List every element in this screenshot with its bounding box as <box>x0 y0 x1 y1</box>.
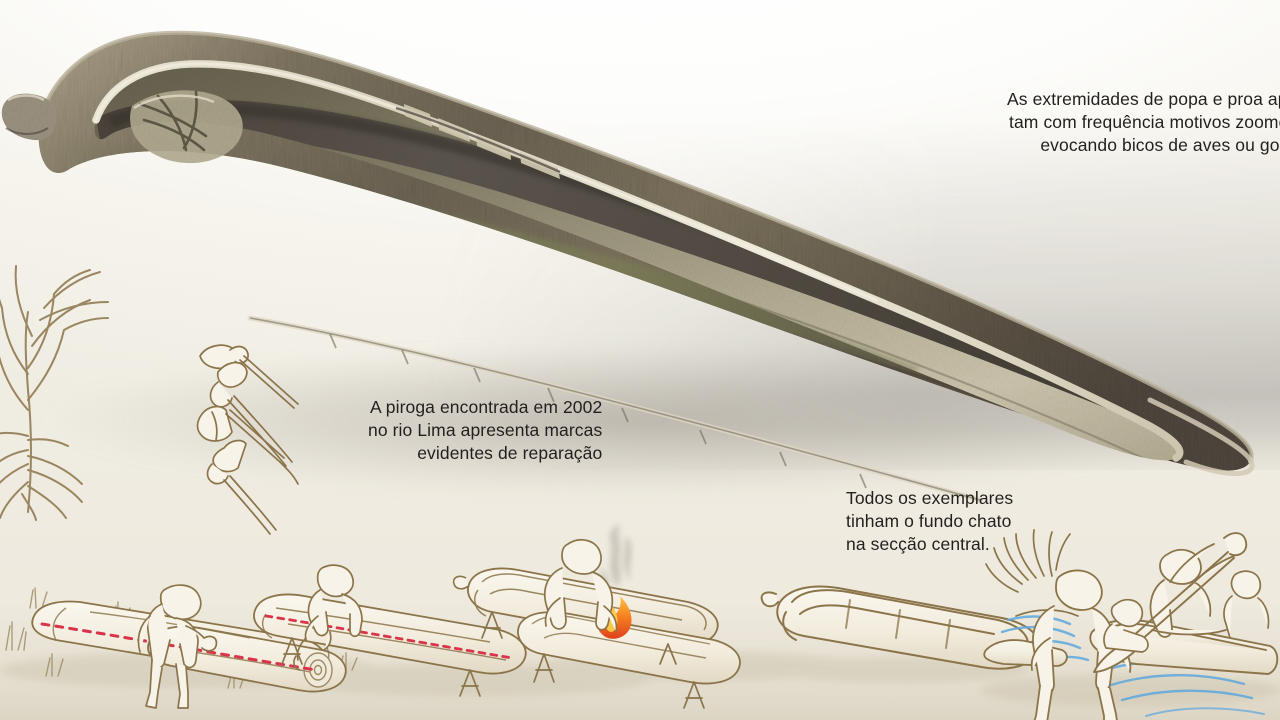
trestle-group-3 <box>481 611 705 709</box>
canoe-repair-ridges <box>329 333 867 489</box>
caption-pirogue: A piroga encontrada em 2002 no rio Lima … <box>368 397 603 463</box>
figure-carrying-bundle <box>1030 569 1132 720</box>
figure-seated <box>1103 598 1149 653</box>
step-launch-and-paddle <box>983 529 1279 720</box>
stone-axe-tools <box>196 344 299 535</box>
caption-flatbottom: Todos os exemplares tinham o fundo chato… <box>846 488 1014 554</box>
step-fire-hollow <box>452 524 741 709</box>
axe-3 <box>196 405 299 485</box>
red-centerline-2 <box>264 614 514 660</box>
smoke-plume <box>600 524 632 600</box>
step-rough-hew <box>253 564 527 697</box>
axe-4 <box>206 439 277 535</box>
reed-bundle <box>985 529 1071 593</box>
figure-far-right <box>1223 570 1270 639</box>
dugout-canoe-photo <box>1 30 1255 503</box>
carved-zoomorphic-motif <box>130 90 243 164</box>
figure-paddling <box>1149 543 1235 638</box>
worker-marking-log <box>137 584 218 709</box>
canoe-prow-knob <box>1 93 57 141</box>
bare-tree-sketch <box>0 265 109 521</box>
worker-tending-fire <box>543 539 618 633</box>
caption-zoomorphic: As extremidades de popa e proa aprese ta… <box>1006 89 1280 155</box>
construction-sequence <box>0 524 1280 720</box>
step-mark-log <box>31 584 347 709</box>
worker-hewing <box>304 564 363 651</box>
axe-1 <box>199 344 299 409</box>
